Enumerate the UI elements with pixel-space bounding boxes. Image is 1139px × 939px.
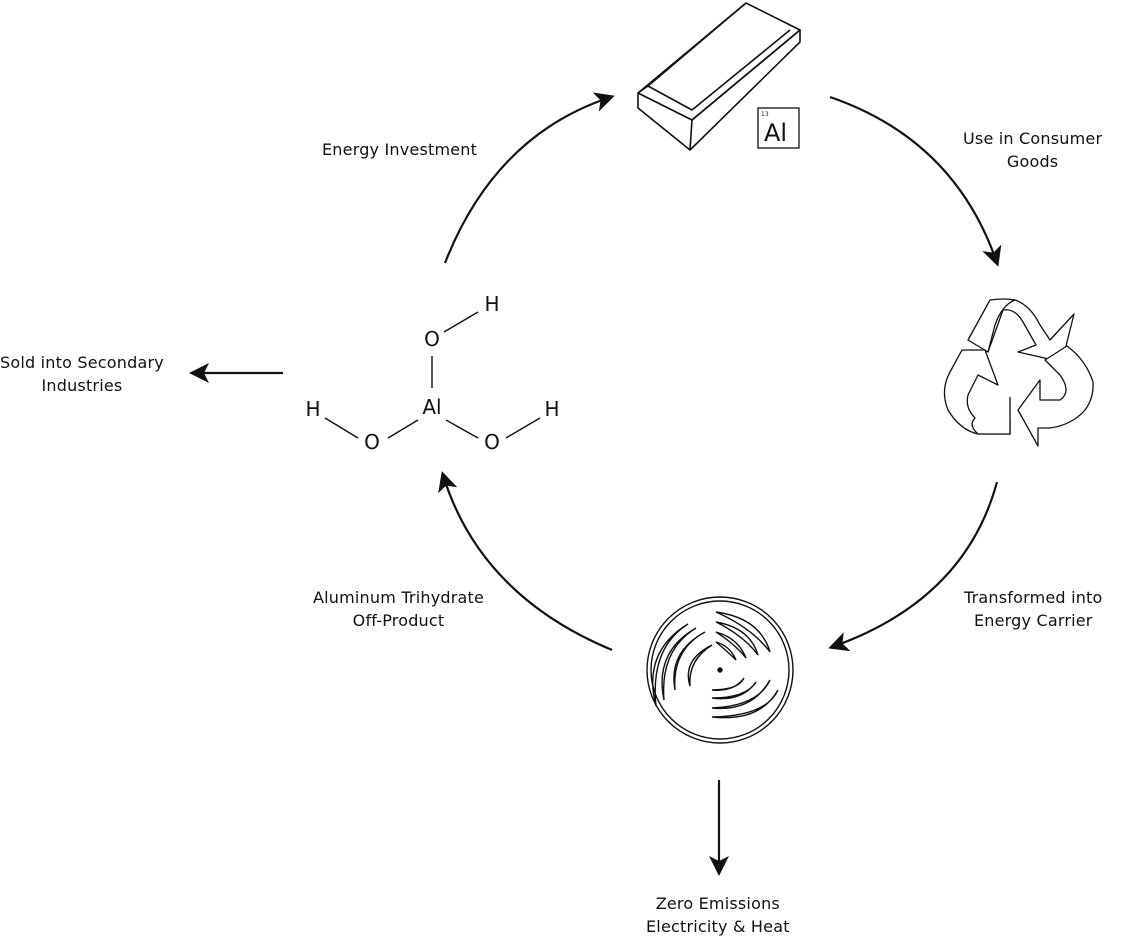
aluminum-ingot-icon — [637, 2, 801, 151]
label-energy-investment: Energy Investment — [322, 138, 477, 161]
label-secondary-industries-line2: Industries — [41, 376, 123, 395]
label-zero-emissions: Zero Emissions Electricity & Heat — [646, 892, 790, 938]
label-consumer-goods: Use in Consumer Goods — [963, 127, 1102, 173]
molecule-hydrogen-right: H — [544, 397, 559, 421]
molecule-hydrogen-top: H — [484, 292, 499, 316]
arrow-consumer-goods — [829, 95, 1002, 267]
molecule-aluminum-atom: Al — [422, 395, 441, 419]
molecule-oxygen-top: O — [424, 327, 440, 351]
label-consumer-goods-line2: Goods — [1006, 152, 1059, 171]
aluminum-hydroxide-molecule-icon: Al O O O H H H — [305, 292, 559, 454]
label-secondary-industries: Sold into Secondary Industries — [0, 351, 164, 397]
label-energy-carrier-line1: Transformed into — [964, 588, 1103, 607]
label-zero-emissions-line1: Zero Emissions — [655, 894, 780, 913]
label-zero-emissions-line2: Electricity & Heat — [646, 917, 790, 936]
arrow-energy-investment — [443, 92, 615, 264]
element-tile-number: 13 — [761, 111, 769, 118]
arrow-energy-carrier — [828, 481, 999, 652]
molecule-hydrogen-left: H — [305, 397, 320, 421]
recycle-icon — [943, 298, 1094, 447]
molecule-oxygen-right: O — [484, 430, 500, 454]
label-energy-investment-line: Energy Investment — [322, 140, 478, 159]
label-trihydrate: Aluminum Trihydrate Off-Product — [313, 586, 484, 632]
label-trihydrate-line2: Off-Product — [352, 611, 445, 630]
label-energy-carrier-line2: Energy Carrier — [973, 611, 1093, 630]
label-trihydrate-line1: Aluminum Trihydrate — [313, 588, 485, 607]
element-tile-symbol: Al — [764, 119, 787, 147]
label-secondary-industries-line1: Sold into Secondary — [0, 353, 164, 372]
arrow-trihydrate — [438, 471, 613, 652]
label-consumer-goods-line1: Use in Consumer — [963, 129, 1103, 148]
molecule-oxygen-left: O — [364, 430, 380, 454]
energy-disc-icon — [646, 596, 794, 744]
label-energy-carrier: Transformed into Energy Carrier — [964, 586, 1103, 632]
element-tile-aluminum: 13 Al — [757, 107, 800, 149]
